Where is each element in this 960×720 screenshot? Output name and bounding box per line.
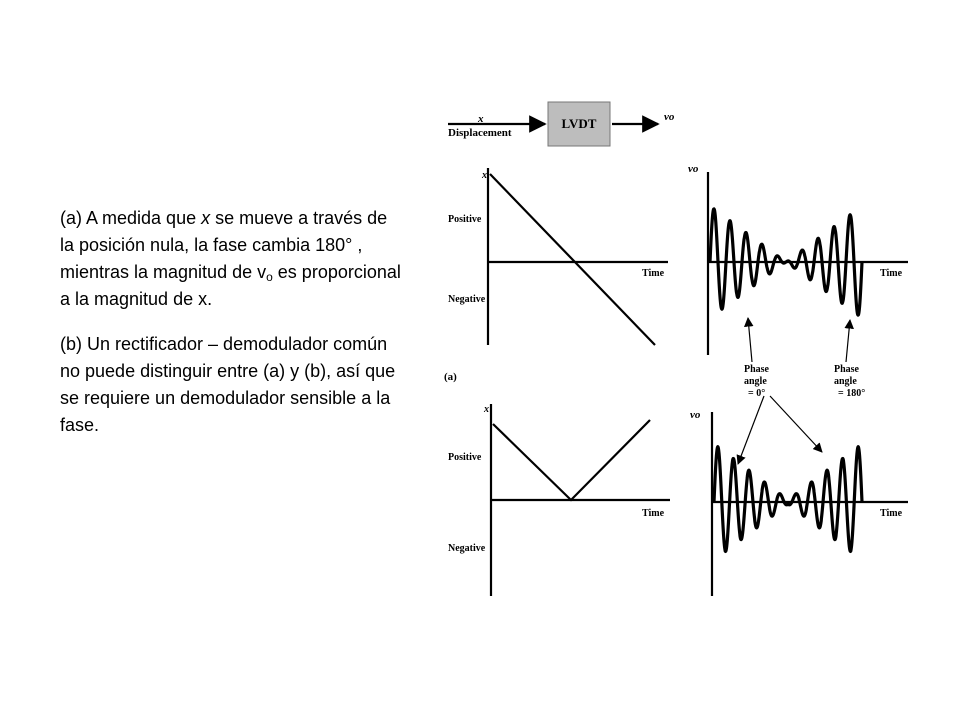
plot-a-negative-label: Negative — [448, 294, 486, 305]
plot-b-displacement: x Positive Negative Time — [448, 404, 670, 596]
lvdt-box — [547, 101, 611, 147]
plot-a-vo-symbol: vo — [688, 163, 699, 175]
plot-b-vo-symbol: vo — [690, 409, 701, 421]
pointer-phase180-top — [844, 319, 854, 363]
plot-a-vo-waveform — [708, 207, 864, 317]
plot-a-positive-label: Positive — [448, 214, 482, 225]
plot-a-ramp-line — [489, 173, 656, 346]
para-a-subscript: o — [266, 270, 273, 284]
plot-b-time-label: Time — [642, 508, 665, 519]
phase-180-annotation: Phase angle = 180° — [834, 364, 865, 399]
lvdt-label: LVDT — [562, 116, 597, 131]
phase-0-annotation: Phase angle = 0° — [744, 364, 772, 399]
plot-a-time-label: Time — [642, 268, 665, 279]
plot-b-negative-label: Negative — [448, 543, 486, 554]
output-symbol: vo — [664, 111, 675, 123]
para-a-x: x — [201, 208, 211, 228]
plot-b-vo-time-label: Time — [880, 508, 903, 519]
phase-annotations: Phase angle = 0° Phase angle = 180° — [736, 317, 865, 465]
plot-b-output: vo Time — [690, 409, 908, 596]
para-a-text-2: se mueve a través de la posición nula, l… — [60, 208, 388, 282]
block-diagram: x Displacement LVDT vo — [448, 101, 675, 147]
plot-a-output: vo Time — [688, 163, 908, 355]
plot-b-x-symbol: x — [483, 404, 489, 415]
plot-b-positive-label: Positive — [448, 452, 482, 463]
paragraph-a: (a) A medida que x se mueve a través de … — [60, 205, 405, 313]
pointer-phase0-top — [744, 317, 754, 363]
paragraph-b: (b) Un rectificador – demodulador común … — [60, 334, 396, 435]
pointer-phase0-bottom — [736, 395, 765, 465]
input-symbol: x — [477, 113, 484, 125]
plot-a-x-symbol: x — [481, 170, 487, 181]
input-label: Displacement — [448, 127, 512, 139]
pointer-phase180-bottom — [769, 395, 823, 453]
plot-b-v-line — [492, 419, 651, 502]
plot-a-vo-time-label: Time — [880, 268, 903, 279]
para-a-text-3: es proporcional a la magnitud de x. — [60, 262, 401, 309]
plot-a-displacement: x Positive Negative Time — [448, 168, 668, 346]
plot-b-vo-waveform — [712, 445, 864, 553]
description-text: (a) A medida que x se mueve a través de … — [60, 205, 405, 457]
part-a-label: (a) — [444, 371, 457, 383]
para-a-text-1: (a) A medida que — [60, 208, 202, 228]
